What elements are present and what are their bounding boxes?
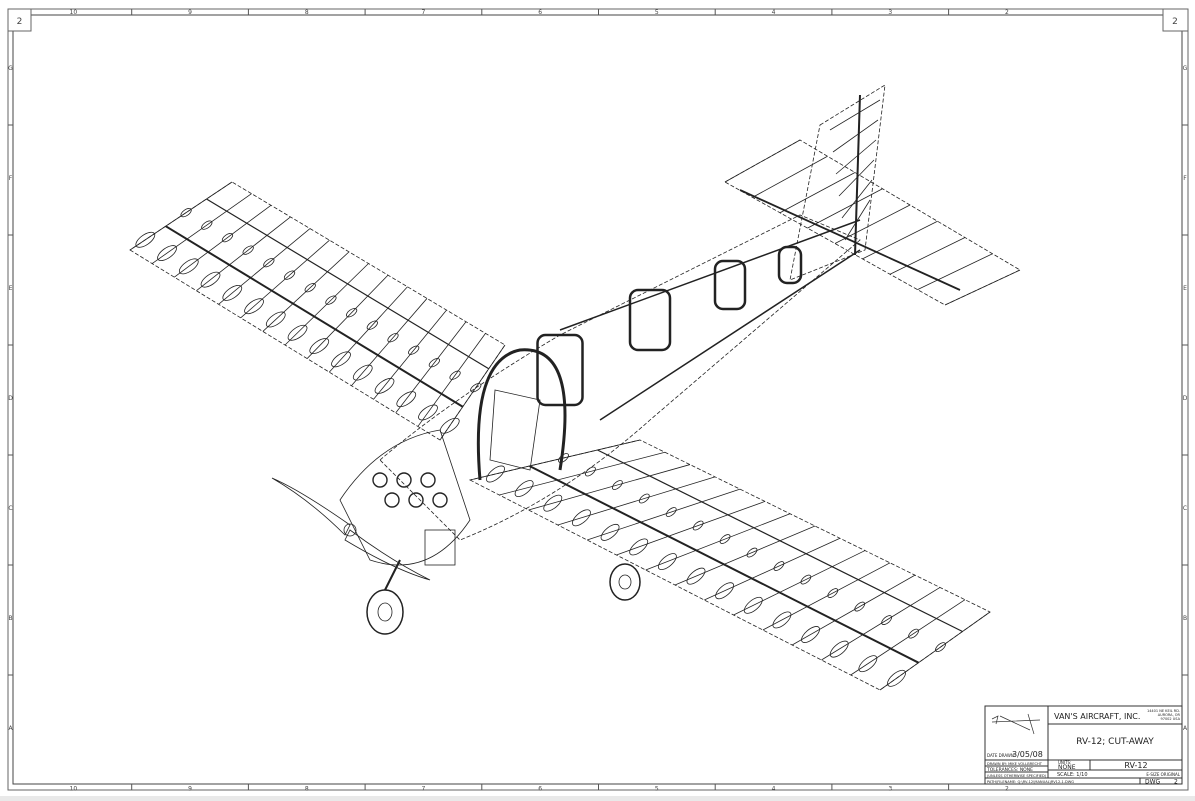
vertical-tail (789, 84, 886, 281)
column-zone-label: 7 (422, 9, 426, 16)
column-zone-label: 5 (655, 9, 659, 16)
row-zone-label: B (1183, 615, 1187, 622)
address-line: 14401 NE KEIL RD. (1147, 709, 1180, 713)
row-zone-label: D (8, 395, 13, 402)
date-drawn: 3/05/08 (1012, 750, 1043, 759)
company-logo-icon (991, 713, 1041, 735)
column-zone-label: 5 (655, 786, 659, 793)
row-zone-label: E (9, 285, 13, 292)
outer-frame (7, 8, 1189, 791)
column-zone-label: 6 (538, 9, 542, 16)
row-zone-label: F (9, 175, 13, 182)
row-zone-label: A (8, 725, 13, 732)
dwg-number: 2 (1174, 779, 1178, 786)
column-zone-label: 2 (1005, 9, 1009, 16)
address-line: AURORA, OR (1158, 713, 1181, 717)
drawn-by: DRAWN BY: MIKE VOLLBRECHT (987, 762, 1043, 766)
row-zone-label: B (8, 615, 12, 622)
column-zone-label: 9 (188, 786, 192, 793)
column-zone-label: 4 (772, 9, 776, 16)
dwg-label: DWG (1145, 779, 1161, 786)
units: NONE (1058, 764, 1076, 771)
unless-note: (UNLESS OTHERWISE SPECIFIED) (987, 774, 1047, 778)
column-zone-label: 10 (70, 786, 78, 793)
address-line: 97002 USA (1161, 717, 1181, 721)
scale: SCALE: 1/10 (1057, 772, 1088, 778)
row-zone-label: F (1183, 175, 1187, 182)
row-zone-label: C (1183, 505, 1187, 512)
sheet-size: E-SIZE ORIGINAL (1146, 772, 1180, 777)
units-label: UNITS: (1058, 760, 1071, 765)
row-zone-label: A (1183, 725, 1188, 732)
right-wing (468, 439, 991, 691)
corner-box-right (1162, 8, 1189, 32)
column-zone-label: 3 (888, 786, 892, 793)
corner-label-left: 2 (17, 17, 23, 27)
column-zone-label: 8 (305, 786, 309, 793)
model: RV-12 (1124, 761, 1147, 770)
engine (339, 429, 471, 566)
column-zone-label: 6 (538, 786, 542, 793)
drawing-title: RV-12; CUT-AWAY (1076, 737, 1154, 747)
column-zone-label: 2 (1005, 786, 1009, 793)
column-zone-label: 4 (772, 786, 776, 793)
row-zone-label: C (8, 505, 12, 512)
title-block: VAN'S AIRCRAFT, INC. 14401 NE KEIL RD. A… (984, 705, 1183, 786)
row-zone-label: E (1183, 285, 1187, 292)
date-drawn-label: DATE DRAWN: (987, 753, 1015, 758)
column-zone-label: 7 (422, 786, 426, 793)
column-zone-label: 8 (305, 9, 309, 16)
horizontal-stabilizer (724, 139, 1021, 306)
column-zone-label: 10 (70, 9, 78, 16)
inner-frame (12, 14, 1183, 785)
corner-label-right: 2 (1172, 17, 1178, 27)
company-name: VAN'S AIRCRAFT, INC. (1054, 712, 1140, 721)
tolerances: TOLERANCES: NONE (986, 767, 1033, 773)
column-zone-label: 3 (888, 9, 892, 16)
left-wing (129, 181, 506, 441)
row-zone-label: D (1183, 395, 1188, 402)
file-path: PATH\FILENAME: Q:\RV-12\MANUAL\RV12-1.DW… (987, 780, 1074, 784)
propeller (271, 477, 431, 581)
corner-box-left (7, 8, 32, 32)
row-zone-label: G (1183, 65, 1188, 72)
fuselage (379, 214, 861, 541)
column-zone-label: 9 (188, 9, 192, 16)
landing-gear (366, 559, 641, 635)
row-zone-label: G (8, 65, 13, 72)
